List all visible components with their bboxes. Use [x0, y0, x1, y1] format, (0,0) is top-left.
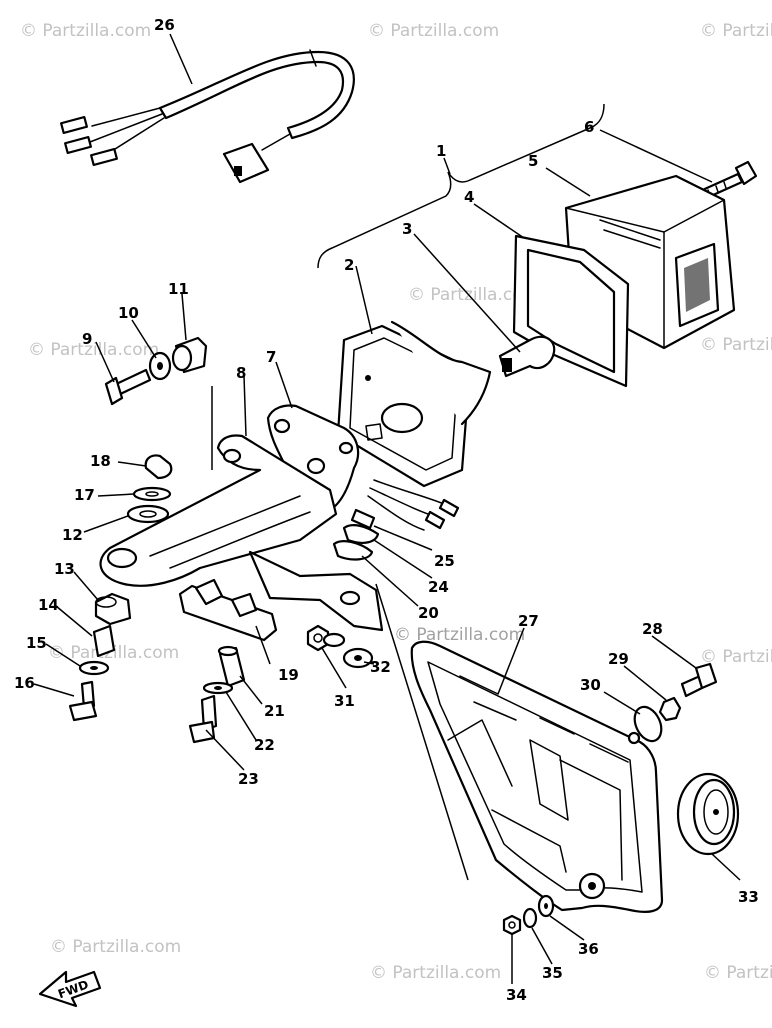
- part-number-20: 20: [418, 604, 439, 622]
- nut: [502, 914, 522, 936]
- tail-lamp-bulb: [498, 335, 556, 378]
- washer: [522, 907, 538, 929]
- watermark-layer: © Partzilla.com © Partzilla.com © Partzi…: [20, 21, 772, 983]
- forward-arrow-icon: FWD: [38, 970, 102, 1008]
- watermark-text: © Partzilla.com: [700, 21, 772, 41]
- washer: [537, 894, 555, 918]
- collar: [92, 624, 116, 658]
- main-bracket: [99, 434, 384, 632]
- mounting-bolt: [188, 694, 218, 744]
- part-number-21: 21: [264, 702, 285, 720]
- washer: [202, 681, 234, 695]
- part-number-labels: 26 1 2 3 4 5 6 7 8 9 10 11 18 17 12 13 1…: [14, 16, 759, 1004]
- washer: [322, 632, 346, 648]
- assembly-guide-line: [211, 386, 469, 881]
- license-plate-bracket: [410, 640, 664, 913]
- part-number-29: 29: [608, 650, 629, 668]
- part-number-9: 9: [82, 330, 92, 348]
- watermark-text: © Partzilla.com: [48, 643, 179, 663]
- part-number-30: 30: [580, 676, 601, 694]
- part-number-6: 6: [584, 118, 594, 136]
- part-number-22: 22: [254, 736, 275, 754]
- lamp-base: [336, 320, 492, 488]
- part-number-36: 36: [578, 940, 599, 958]
- washer: [633, 705, 663, 743]
- washer: [148, 351, 172, 381]
- part-number-28: 28: [642, 620, 663, 638]
- part-number-7: 7: [266, 348, 276, 366]
- watermark-text: © Partzilla.com: [704, 963, 772, 983]
- washer: [342, 647, 374, 669]
- watermark-text: © Partzilla.com: [370, 963, 501, 983]
- part-number-2: 2: [344, 256, 354, 274]
- part-number-12: 12: [62, 526, 83, 544]
- damper: [126, 504, 170, 524]
- part-number-11: 11: [168, 280, 189, 298]
- part-number-16: 16: [14, 674, 35, 692]
- leader-lines: [33, 33, 741, 984]
- part-number-1: 1: [436, 142, 446, 160]
- wire-harness: [60, 49, 355, 184]
- part-number-4: 4: [464, 188, 474, 206]
- part-number-33: 33: [738, 888, 759, 906]
- watermark-text: © Partzilla.com: [368, 21, 499, 41]
- part-number-32: 32: [370, 658, 391, 676]
- lower-bracket: [178, 578, 278, 642]
- part-number-24: 24: [428, 578, 449, 596]
- part-number-15: 15: [26, 634, 47, 652]
- nut: [658, 696, 682, 722]
- part-number-13: 13: [54, 560, 75, 578]
- watermark-text: © Partzilla.com: [50, 937, 181, 957]
- watermark-text: © Partzilla.com: [700, 335, 772, 355]
- washer: [78, 660, 110, 676]
- watermark-text: © Partzilla.com: [408, 285, 539, 305]
- part-number-14: 14: [38, 596, 59, 614]
- part-number-27: 27: [518, 612, 539, 630]
- watermark-text: © Partzilla.com: [394, 625, 525, 645]
- part-number-8: 8: [236, 364, 246, 382]
- part-number-3: 3: [402, 220, 412, 238]
- mounting-bolt: [104, 368, 152, 406]
- part-number-5: 5: [528, 152, 538, 170]
- part-number-31: 31: [334, 692, 355, 710]
- assembly-bracket-line: [317, 103, 605, 269]
- part-number-26: 26: [154, 16, 175, 34]
- watermark-text: © Partzilla.com: [20, 21, 151, 41]
- damper: [171, 336, 208, 374]
- mounting-bolt: [68, 680, 98, 722]
- watermark-text: © Partzilla.com: [28, 340, 159, 360]
- part-number-23: 23: [238, 770, 259, 788]
- reflector: [676, 772, 740, 856]
- grommet: [342, 524, 380, 544]
- collar: [94, 592, 132, 626]
- collar: [217, 645, 246, 688]
- wire-terminal: [350, 508, 376, 530]
- part-number-17: 17: [74, 486, 95, 504]
- part-number-19: 19: [278, 666, 299, 684]
- part-number-18: 18: [90, 452, 111, 470]
- plate-bolt: [680, 662, 718, 698]
- part-number-10: 10: [118, 304, 139, 322]
- part-number-34: 34: [506, 986, 527, 1004]
- washer: [132, 486, 172, 502]
- part-number-35: 35: [542, 964, 563, 982]
- cap-nut: [144, 454, 173, 480]
- watermark-text: © Partzilla.com: [700, 647, 772, 667]
- part-number-25: 25: [434, 552, 455, 570]
- lamp-bracket-plate: [266, 404, 360, 512]
- grommet: [332, 540, 374, 561]
